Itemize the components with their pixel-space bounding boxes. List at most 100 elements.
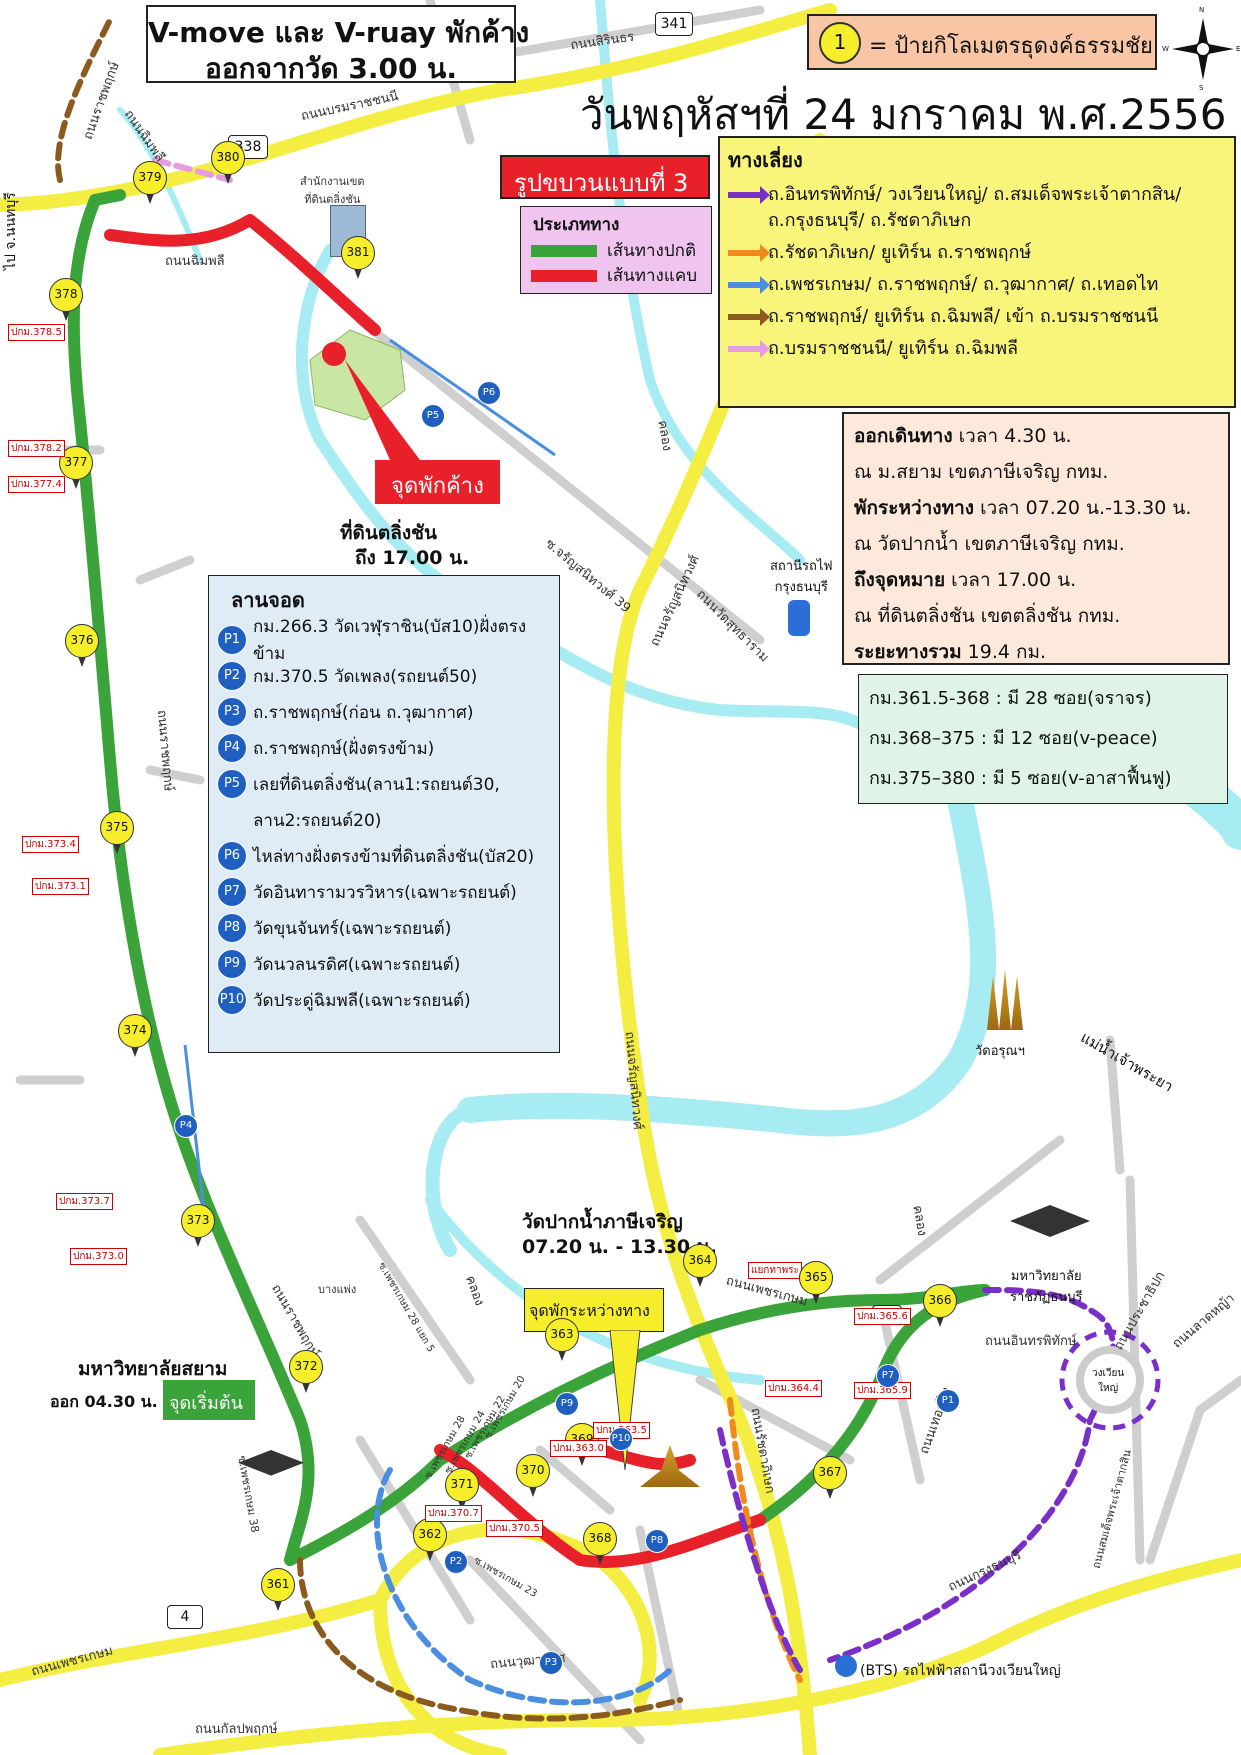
km-marker-pin: 373	[181, 1204, 215, 1248]
roundabout-circle	[1076, 1346, 1144, 1414]
road-chimphli2: ถนนฉิมพลี	[165, 254, 225, 269]
parking-text: กม.266.3 วัดเวฬุราชิน(บัส10)ฝั่งตรงข้าม	[253, 617, 527, 664]
parking-title: ลานจอด	[231, 588, 305, 612]
km-marker-pin: 380	[211, 141, 245, 185]
km-post-label: ปกม.377.4	[8, 476, 65, 493]
parking-text: ไหล่ทางฝั่งตรงข้ามที่ดินตลิ่งชัน(บัส20)	[253, 846, 535, 867]
parking-item: P9 วัดนวลนรดิศ(เฉพาะรถยนต์)	[217, 946, 551, 982]
train-icon	[788, 600, 810, 636]
km-post-label: ปกม.378.5	[8, 324, 65, 341]
detour-text: ถ.รัชดาภิเษก/ ยูเทิร์น ถ.ราชพฤกษ์	[768, 242, 1032, 263]
km-marker-pin: 367	[813, 1456, 847, 1500]
detours-on-map	[55, 17, 1117, 1722]
parking-text: วัดนวลนรดิศ(เฉพาะรถยนต์)	[253, 954, 461, 975]
parking-badge: P9	[217, 949, 247, 979]
parking-text: ถ.ราชพฤกษ์(ฝั่งตรงข้าม)	[253, 738, 435, 759]
map-parking-badge: P1	[936, 1389, 960, 1413]
km-post-label: ปกม.370.5	[486, 1520, 543, 1537]
schedule-depart-place: ณ ม.สยาม เขตภาษีเจริญ กทม.	[854, 461, 1109, 483]
road-shield-4a: 4	[167, 1605, 203, 1629]
km-marker-pin: 370	[516, 1454, 550, 1498]
compass-n: N	[1199, 6, 1205, 14]
map-parking-badge: P4	[174, 1114, 198, 1138]
bts-label: (BTS) รถไฟฟ้าสถานีวงเวียนใหญ่	[860, 1663, 1061, 1679]
schedule-arrive-place: ณ ที่ดินตลิ่งชัน เขตตลิ่งชัน กทม.	[854, 605, 1121, 627]
detour-text: ถ.บรมราชชนนี/ ยูเทิร์น ถ.ฉิมพลี	[768, 338, 1019, 359]
schedule-arrive: ถึงจุดหมาย เวลา 17.00 น.	[854, 569, 1077, 591]
map-parking-badge: P5	[421, 404, 445, 428]
start-time: ออก 04.30 น.	[50, 1392, 158, 1411]
narrow-swatch	[531, 270, 597, 282]
km-marker-pin: 379	[133, 161, 167, 205]
parking-item: P4 ถ.ราชพฤกษ์(ฝั่งตรงข้าม)	[217, 730, 551, 766]
parking-text: ลาน2:รถยนต์20)	[253, 810, 382, 831]
marker-legend-text: = ป้ายกิโลเมตรธุดงค์ธรรมชัย	[869, 34, 1153, 59]
detour-arrow-icon	[728, 308, 770, 326]
compass-e: E	[1236, 45, 1241, 53]
parking-badge: P4	[217, 733, 247, 763]
detour-text: ถ.เพชรเกษม/ ถ.ราชพฤกษ์/ ถ.วุฒากาศ/ ถ.เทอ…	[768, 274, 1159, 295]
rest-stop-time: 07.20 น. - 13.30 น.	[522, 1236, 717, 1258]
parking-badge: P5	[217, 769, 247, 799]
roundabout-label: วงเวียน ใหญ่	[1092, 1368, 1125, 1394]
detour-arrow-icon	[728, 244, 770, 262]
map-parking-badge: P9	[555, 1392, 579, 1416]
detour-list: ถ.อินทรพิทักษ์/ วงเวียนใหญ่/ ถ.สมเด็จพระ…	[728, 182, 1226, 362]
detour-item: ถ.เพชรเกษม/ ถ.ราชพฤกษ์/ ถ.วุฒากาศ/ ถ.เทอ…	[728, 272, 1226, 298]
road-inthraphithak: ถนนอินทรพิทักษ์	[985, 1334, 1077, 1349]
km-marker-pin: 372	[289, 1350, 323, 1394]
km-post-label: ปกม.373.4	[22, 836, 79, 853]
normal-swatch	[531, 245, 597, 257]
km-marker-pin: 362	[413, 1518, 447, 1562]
parking-item: P2 กม.370.5 วัดเพลง(รถยนต์50)	[217, 658, 551, 694]
rest-stop-pointer	[609, 1330, 641, 1471]
narrow-route	[104, 214, 766, 1568]
station-label: สถานีรถไฟ กรุงธนบุรี	[770, 559, 833, 595]
detour-text: ถ.อินทรพิทักษ์/ วงเวียนใหญ่/ ถ.สมเด็จพระ…	[768, 184, 1182, 231]
parking-badge: P6	[217, 841, 247, 871]
wat-arun-label: วัดอรุณฯ	[975, 1044, 1025, 1059]
wat-arun-icon	[987, 970, 1023, 1030]
marker-legend-pin: 1	[819, 22, 861, 64]
km-marker-pin: 361	[261, 1568, 295, 1612]
header-line2: ออกจากวัด 3.00 น.	[205, 52, 457, 85]
header-box: V-move และ V-ruay พักค้าง ออกจากวัด 3.00…	[146, 5, 529, 85]
map-parking-badge: P8	[645, 1529, 669, 1553]
km-post-label: ปกม.373.0	[70, 1248, 127, 1265]
parking-text: ถ.ราชพฤกษ์(ก่อน ถ.วุฒากาศ)	[253, 702, 474, 723]
parking-text: กม.370.5 วัดเพลง(รถยนต์50)	[253, 666, 478, 687]
detour-arrow-icon	[728, 276, 770, 294]
schedule-depart: ออกเดินทาง เวลา 4.30 น.	[854, 425, 1072, 447]
detour-item: ถ.บรมราชชนนี/ ยูเทิร์น ถ.ฉิมพลี	[728, 336, 1226, 362]
schedule-rest: พักระหว่างทาง เวลา 07.20 น.-13.30 น.	[854, 497, 1192, 519]
detour-item: ถ.รัชดาภิเษก/ ยูเทิร์น ถ.ราชพฤกษ์	[728, 240, 1226, 266]
parking-text: วัดขุนจันทร์(เฉพาะรถยนต์)	[253, 918, 452, 939]
destination-name: ที่ดินตลิ่งชัน	[340, 522, 437, 544]
road-bangphai: บางแพ่ง	[318, 1283, 357, 1296]
km-marker-pin: 381	[341, 236, 375, 280]
map-parking-badge: P10	[609, 1427, 633, 1451]
alley-row-2: กม.368–375 : มี 12 ซอย(v-peace)	[869, 728, 1158, 749]
alley-row-1: กม.361.5-368 : มี 28 ซอย(จราจร)	[869, 688, 1152, 709]
parking-badge: P2	[217, 661, 247, 691]
rest-stop-callout-text: จุดพักระหว่างทาง	[529, 1301, 650, 1320]
compass-s: S	[1199, 84, 1204, 92]
km-post-label: ปกม.365.6	[854, 1308, 911, 1325]
km-marker-pin: 375	[100, 811, 134, 855]
km-marker-pin: 366	[923, 1284, 957, 1328]
parking-text: เลยที่ดินตลิ่งชัน(ลาน1:รถยนต์30,	[253, 774, 500, 795]
university2-label: มหาวิทยาลัย ราชภัฏธนบุรี	[1010, 1269, 1083, 1305]
start-callout: จุดเริ่มต้น	[163, 1380, 255, 1420]
start-callout-text: จุดเริ่มต้น	[169, 1393, 243, 1414]
district-office-label: สำนักงานเขต ที่ดินตลิ่งชัน	[300, 175, 365, 206]
rest-stop-name: วัดปากน้ำภาษีเจริญ	[522, 1211, 683, 1233]
km-post-label: ปกม.370.7	[425, 1505, 482, 1522]
alley-row-3: กม.375–380 : มี 5 ซอย(v-อาสาฟื้นฟู)	[869, 768, 1172, 789]
km-post-label: ปกม.378.2	[8, 440, 65, 457]
